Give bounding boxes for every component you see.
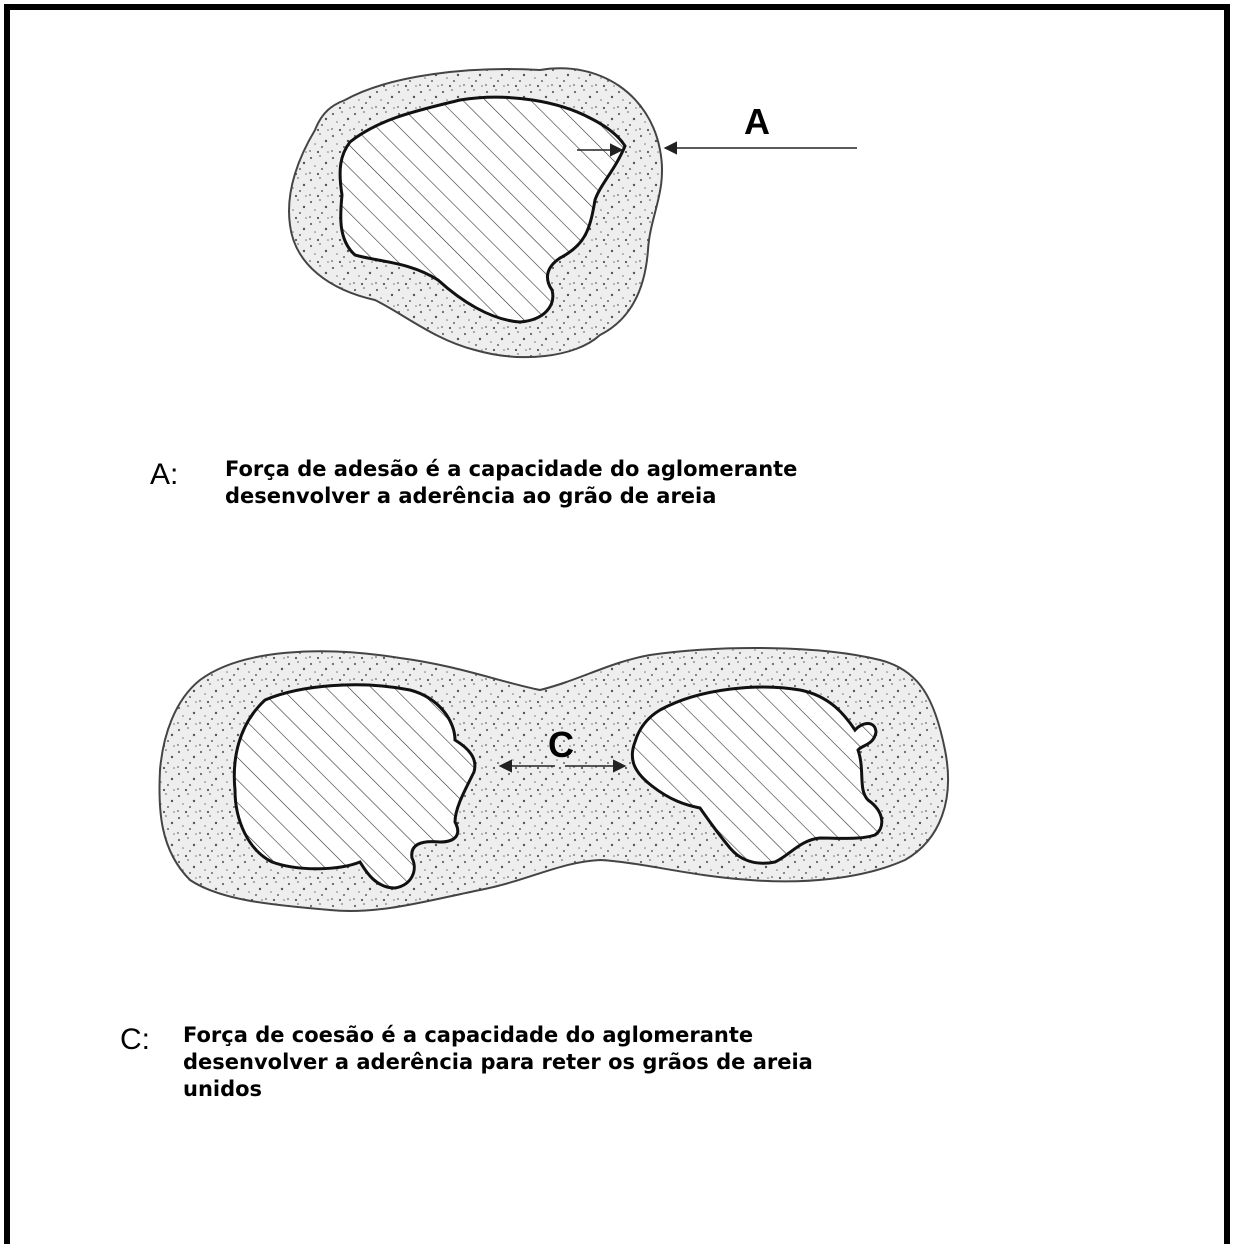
caption-cohesion-line-3: unidos [183,1076,813,1103]
adhesion-diagram [289,68,857,357]
caption-adhesion-line-1: Força de adesão é a capacidade do aglome… [225,456,797,483]
caption-cohesion-line-1: Força de coesão é a capacidade do aglome… [183,1022,813,1049]
caption-adhesion-letter: A: [150,460,178,490]
cohesion-diagram [159,648,948,911]
caption-cohesion-letter: C: [120,1025,150,1055]
label-c: C [548,727,574,763]
label-a: A [744,104,770,140]
caption-adhesion-line-2: desenvolver a aderência ao grão de areia [225,483,797,510]
caption-cohesion-line-2: desenvolver a aderência para reter os gr… [183,1049,813,1076]
